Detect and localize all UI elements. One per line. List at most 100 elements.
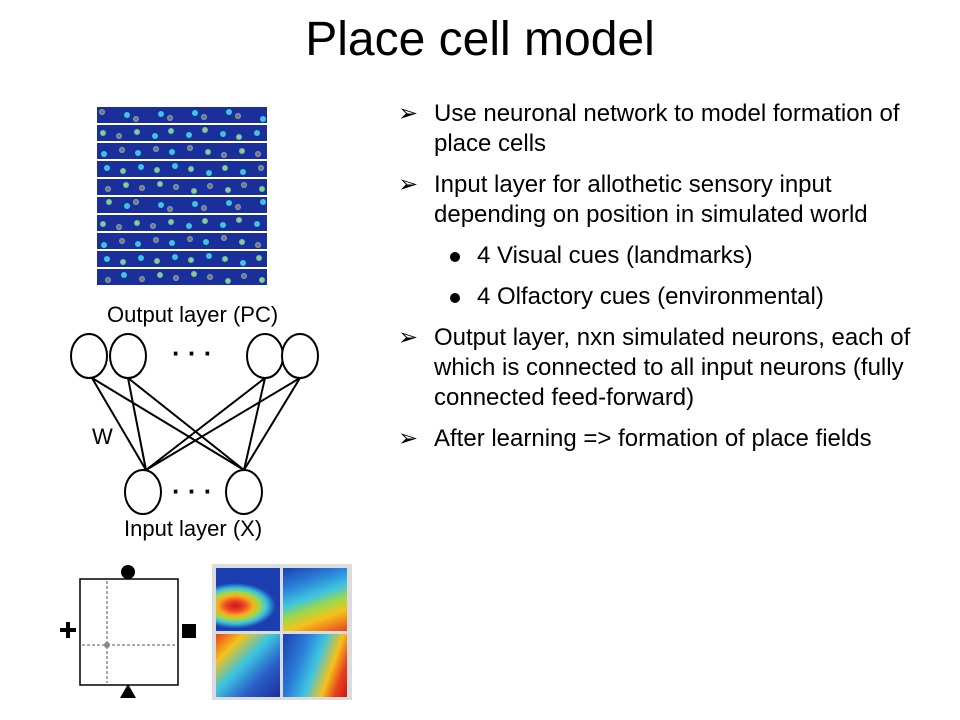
input-layer-label: Input layer (X) (124, 516, 263, 541)
bullet-text: Output layer, nxn simulated neurons, eac… (434, 324, 911, 411)
place-field-tile (165, 179, 182, 195)
place-field-tile (250, 125, 267, 141)
place-field-tile (148, 143, 165, 159)
place-field-tile (199, 197, 216, 213)
bullet-text: Input layer for allothetic sensory input… (434, 171, 868, 228)
square-cue-icon (182, 624, 196, 638)
place-field-tile (165, 215, 182, 231)
place-field-spot (258, 165, 264, 171)
place-field-tile (182, 197, 199, 213)
place-field-spot (240, 169, 246, 175)
arrow-bullet-icon: ➢ (398, 171, 419, 198)
place-field-spot (225, 278, 231, 284)
place-field-tile (114, 179, 131, 195)
place-field-spot (105, 186, 111, 192)
place-field-tile (131, 197, 148, 213)
place-field-spot (99, 109, 105, 115)
place-field-tile (148, 197, 165, 213)
place-field-tile (233, 233, 250, 249)
place-field-tile (131, 143, 148, 159)
arrow-bullet-icon: ➢ (398, 324, 419, 351)
place-field-spot (134, 129, 140, 135)
place-field-spot (104, 256, 110, 262)
place-field-spot (207, 274, 213, 280)
place-field-tile (182, 161, 199, 177)
place-field-spot (135, 150, 141, 156)
place-field-tile (148, 107, 165, 123)
place-field-tile (182, 269, 199, 285)
place-field-spot (256, 255, 262, 261)
place-field-tile (97, 107, 114, 123)
place-field-spot (201, 205, 207, 211)
place-field-spot (134, 220, 140, 226)
place-field-tile (216, 161, 233, 177)
slide-title: Place cell model (305, 13, 655, 66)
place-field-spot (222, 256, 228, 262)
place-field-spot (105, 277, 111, 283)
place-field-tile (148, 251, 165, 267)
place-field-spot (255, 151, 261, 157)
place-field-tile (233, 251, 250, 267)
output-ellipsis: · · · (172, 338, 213, 368)
place-field-tile (182, 233, 199, 249)
input-neuron (225, 469, 263, 515)
place-field-spot (116, 224, 122, 230)
arena-center-dot (104, 642, 110, 648)
place-field-tile (114, 269, 131, 285)
place-field-tile (250, 161, 267, 177)
place-field-tile (131, 179, 148, 195)
place-field-spot (254, 130, 260, 136)
place-field-tile (250, 107, 267, 123)
place-field-spot (100, 130, 106, 136)
place-field-spot (157, 272, 163, 278)
place-field-spot (241, 273, 247, 279)
place-field-grid (97, 107, 267, 287)
place-field-spot (207, 183, 213, 189)
place-field-spot (236, 217, 242, 223)
place-field-tile (97, 251, 114, 267)
weight-label: W (92, 424, 113, 449)
place-field-tile (131, 269, 148, 285)
place-field-spot (168, 128, 174, 134)
place-field-spot (120, 168, 126, 174)
output-neuron (246, 333, 284, 379)
place-field-tile (148, 233, 165, 249)
place-field-spot (158, 202, 164, 208)
place-field-spot (169, 240, 175, 246)
place-field-tile (182, 143, 199, 159)
place-field-tile (233, 107, 250, 123)
place-field-tile (165, 107, 182, 123)
connection-line (145, 377, 266, 471)
place-field-spot (222, 165, 228, 171)
place-field-tile (233, 179, 250, 195)
place-field-tile (165, 125, 182, 141)
place-field-tile (148, 269, 165, 285)
place-field-spot (157, 181, 163, 187)
arena-boundary (79, 578, 179, 686)
place-field-tile (250, 197, 267, 213)
place-field-spot (135, 241, 141, 247)
heatmap-panel (212, 564, 352, 700)
place-field-tile (199, 215, 216, 231)
place-field-spot (150, 223, 156, 229)
place-field-spot (101, 242, 107, 248)
heatmap-bottom-right (283, 634, 347, 697)
place-field-tile (199, 233, 216, 249)
place-field-tile (199, 107, 216, 123)
place-field-spot (201, 114, 207, 120)
sub-bullet-item: 4 Olfactory cues (environmental) (398, 282, 943, 312)
place-field-spot (172, 254, 178, 260)
bullet-text: After learning => formation of place fie… (434, 425, 872, 452)
place-field-tile (216, 233, 233, 249)
heatmap-bottom-left (216, 634, 280, 697)
place-field-spot (202, 218, 208, 224)
heatmap-top-right (283, 568, 347, 631)
place-field-spot (192, 110, 198, 116)
place-field-spot (139, 276, 145, 282)
place-field-spot (240, 260, 246, 266)
output-neuron (70, 333, 108, 379)
place-field-tile (114, 197, 131, 213)
place-field-tile (131, 161, 148, 177)
place-field-spot (120, 259, 126, 265)
place-field-spot (241, 182, 247, 188)
